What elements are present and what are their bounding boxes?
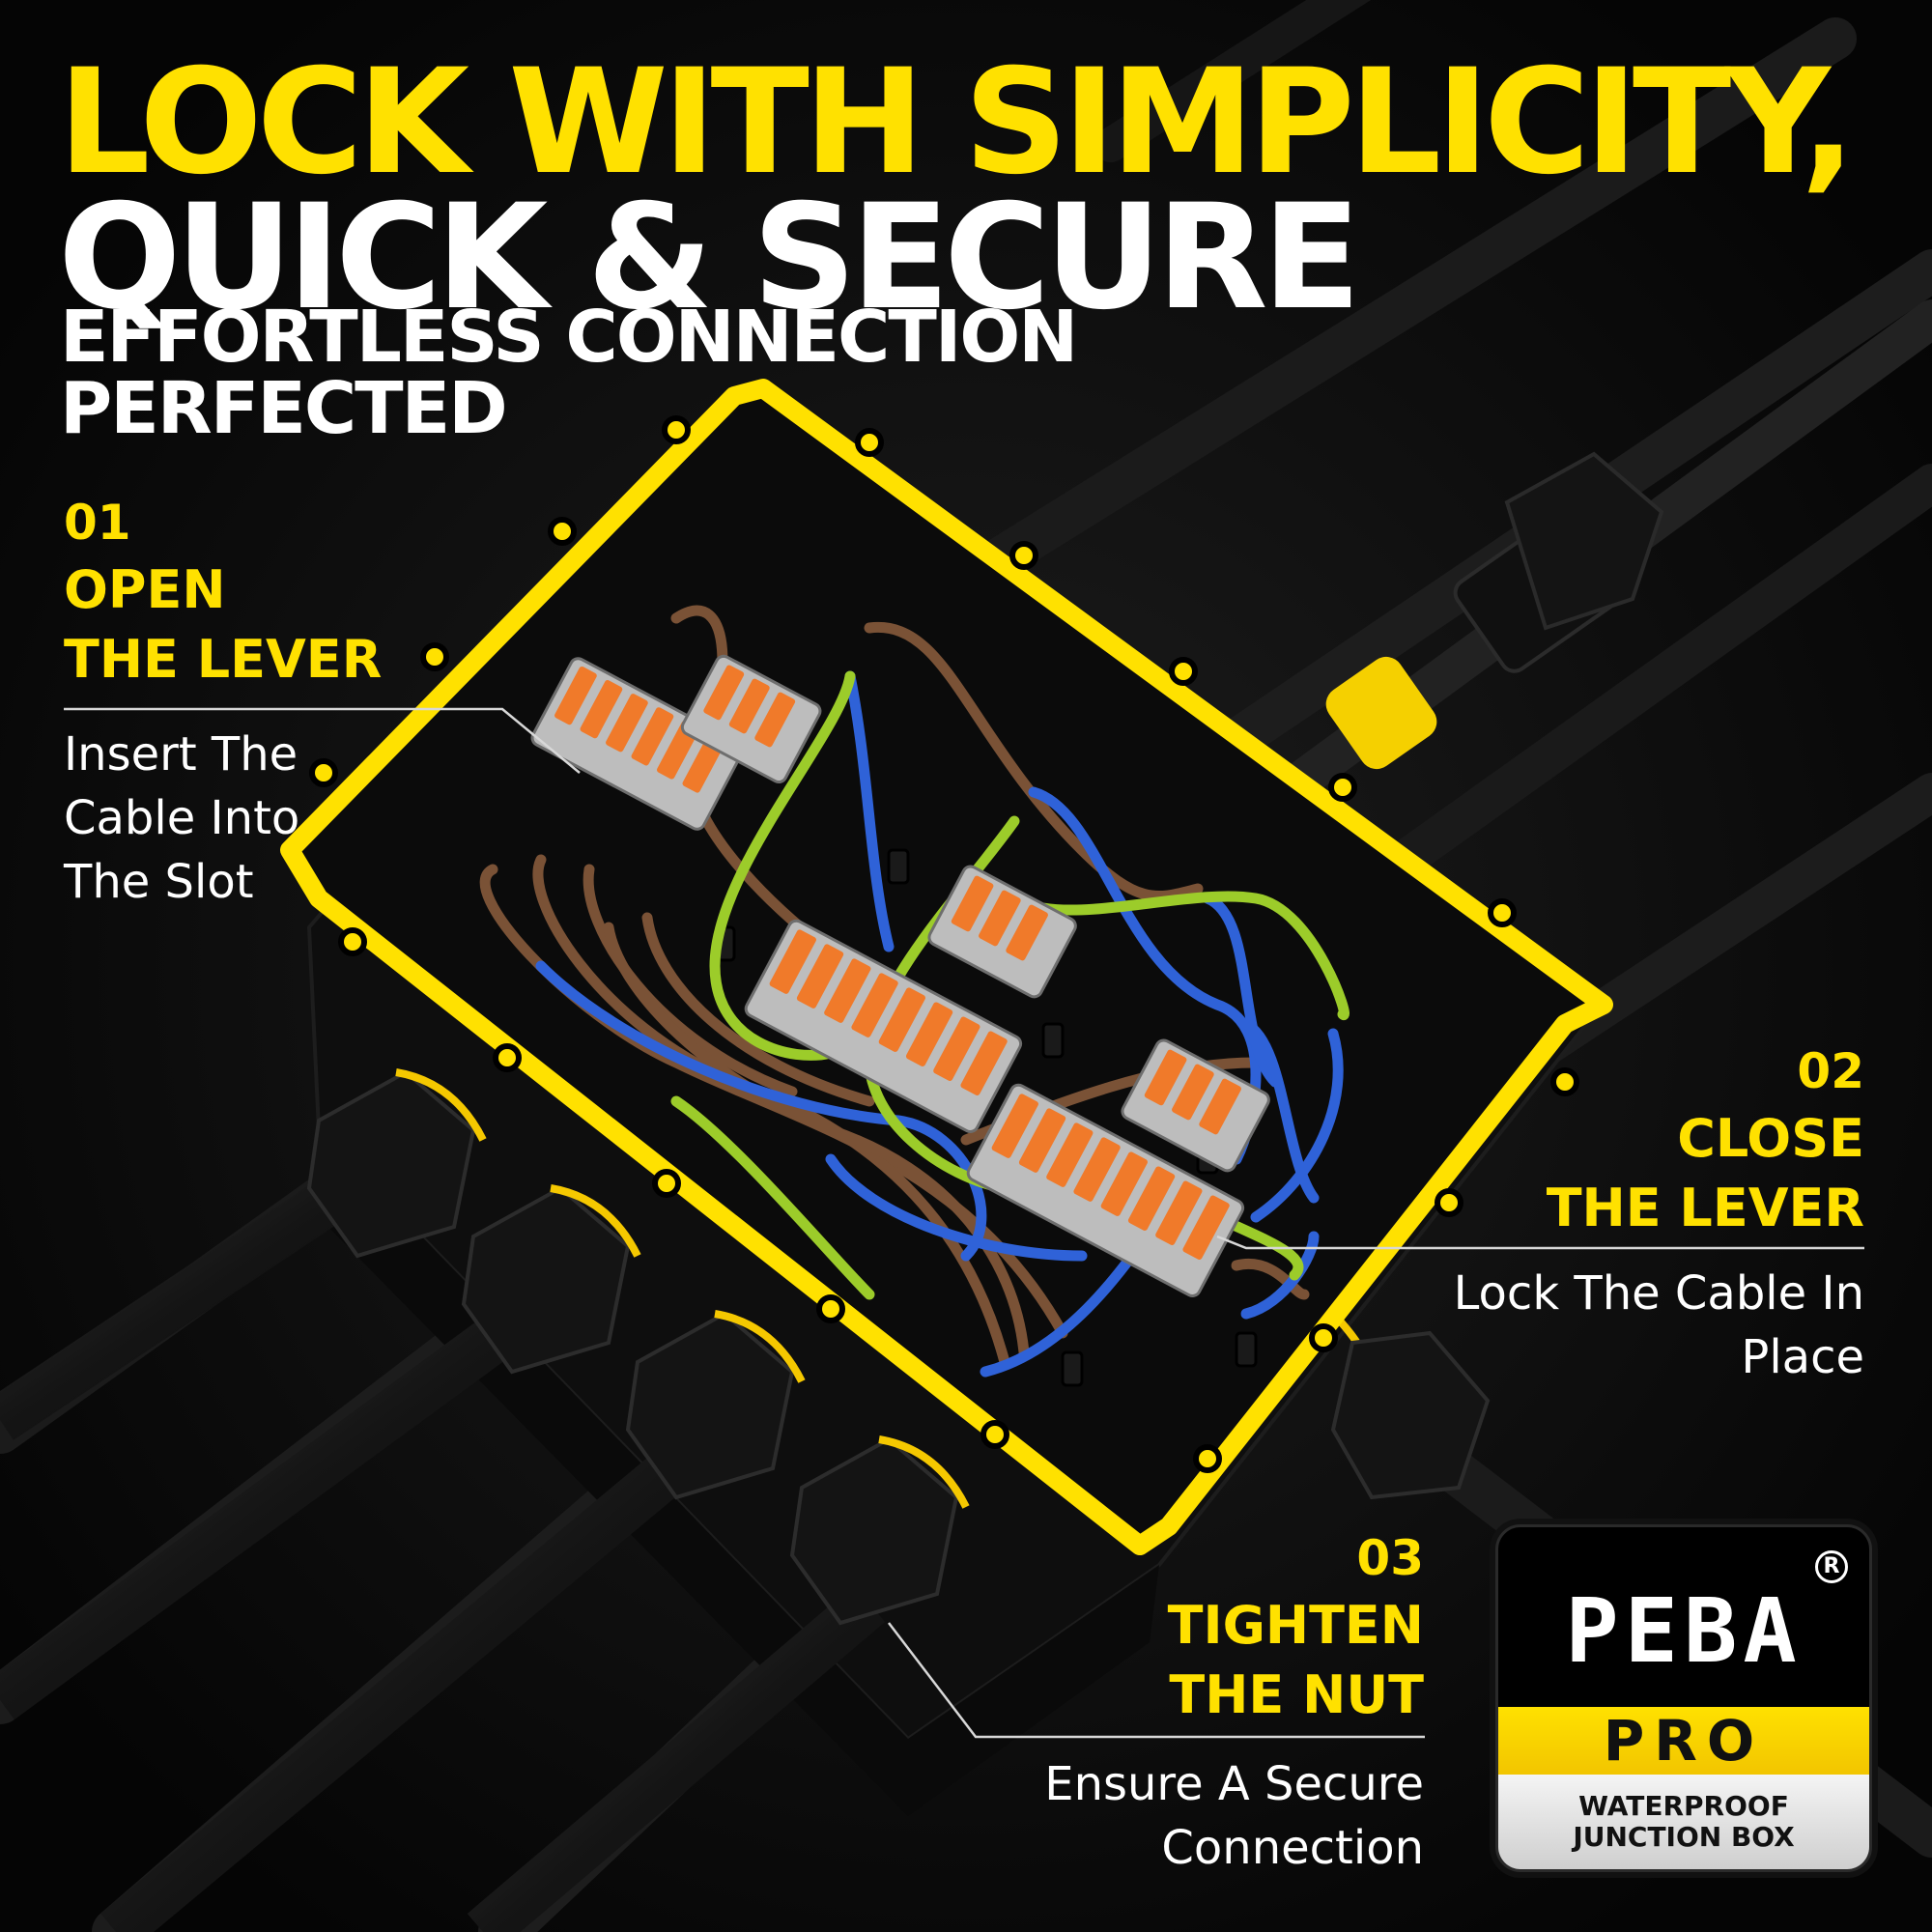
headline-line-1: LOCK WITH SIMPLICITY, (58, 39, 1856, 207)
brand-logo: PEBA (1565, 1579, 1803, 1683)
badge-yellow-band (1498, 1707, 1869, 1775)
step-1-number: 01 (64, 495, 131, 551)
registered-trademark-icon: R (1815, 1550, 1848, 1583)
step-2-title-line-2: THE LEVER (1546, 1178, 1864, 1238)
step-1-description: Insert The Cable Into The Slot (64, 727, 300, 909)
headline-line-2: QUICK & SECURE (58, 174, 1361, 342)
step-3-title-line-2: THE NUT (1169, 1664, 1424, 1725)
badge-tier-label: PRO (1603, 1708, 1765, 1774)
step-2-number: 02 (1797, 1043, 1864, 1099)
subheadline-line-2: PERFECTED (60, 367, 508, 450)
badge-product-line-2: JUNCTION BOX (1573, 1821, 1795, 1853)
step-2-title-line-1: CLOSE (1677, 1108, 1864, 1169)
step-1-title-line-2: THE LEVER (64, 629, 383, 690)
rim-screw-holes (309, 415, 1579, 1473)
upper-right-cable-gland (1265, 299, 1932, 811)
badge-product-panel (1498, 1775, 1869, 1869)
brand-badge: PEBA R PRO WATERPROOF JUNCTION BOX (1495, 1524, 1872, 1872)
step-3-title-line-1: TIGHTEN (1167, 1595, 1424, 1656)
step-2-description: Lock The Cable In Place (1453, 1266, 1864, 1384)
subheadline-line-1: EFFORTLESS CONNECTION (60, 296, 1078, 379)
step-1-title-line-1: OPEN (64, 559, 226, 620)
badge-product-line-1: WATERPROOF (1578, 1790, 1789, 1822)
step-3-description: Ensure A Secure Connection (1044, 1757, 1424, 1875)
cable-glands-bottom (0, 1068, 1491, 1932)
lever-connectors (530, 654, 1270, 1297)
step-3-number: 03 (1356, 1530, 1424, 1586)
callout-leader-lines (64, 707, 1864, 1739)
